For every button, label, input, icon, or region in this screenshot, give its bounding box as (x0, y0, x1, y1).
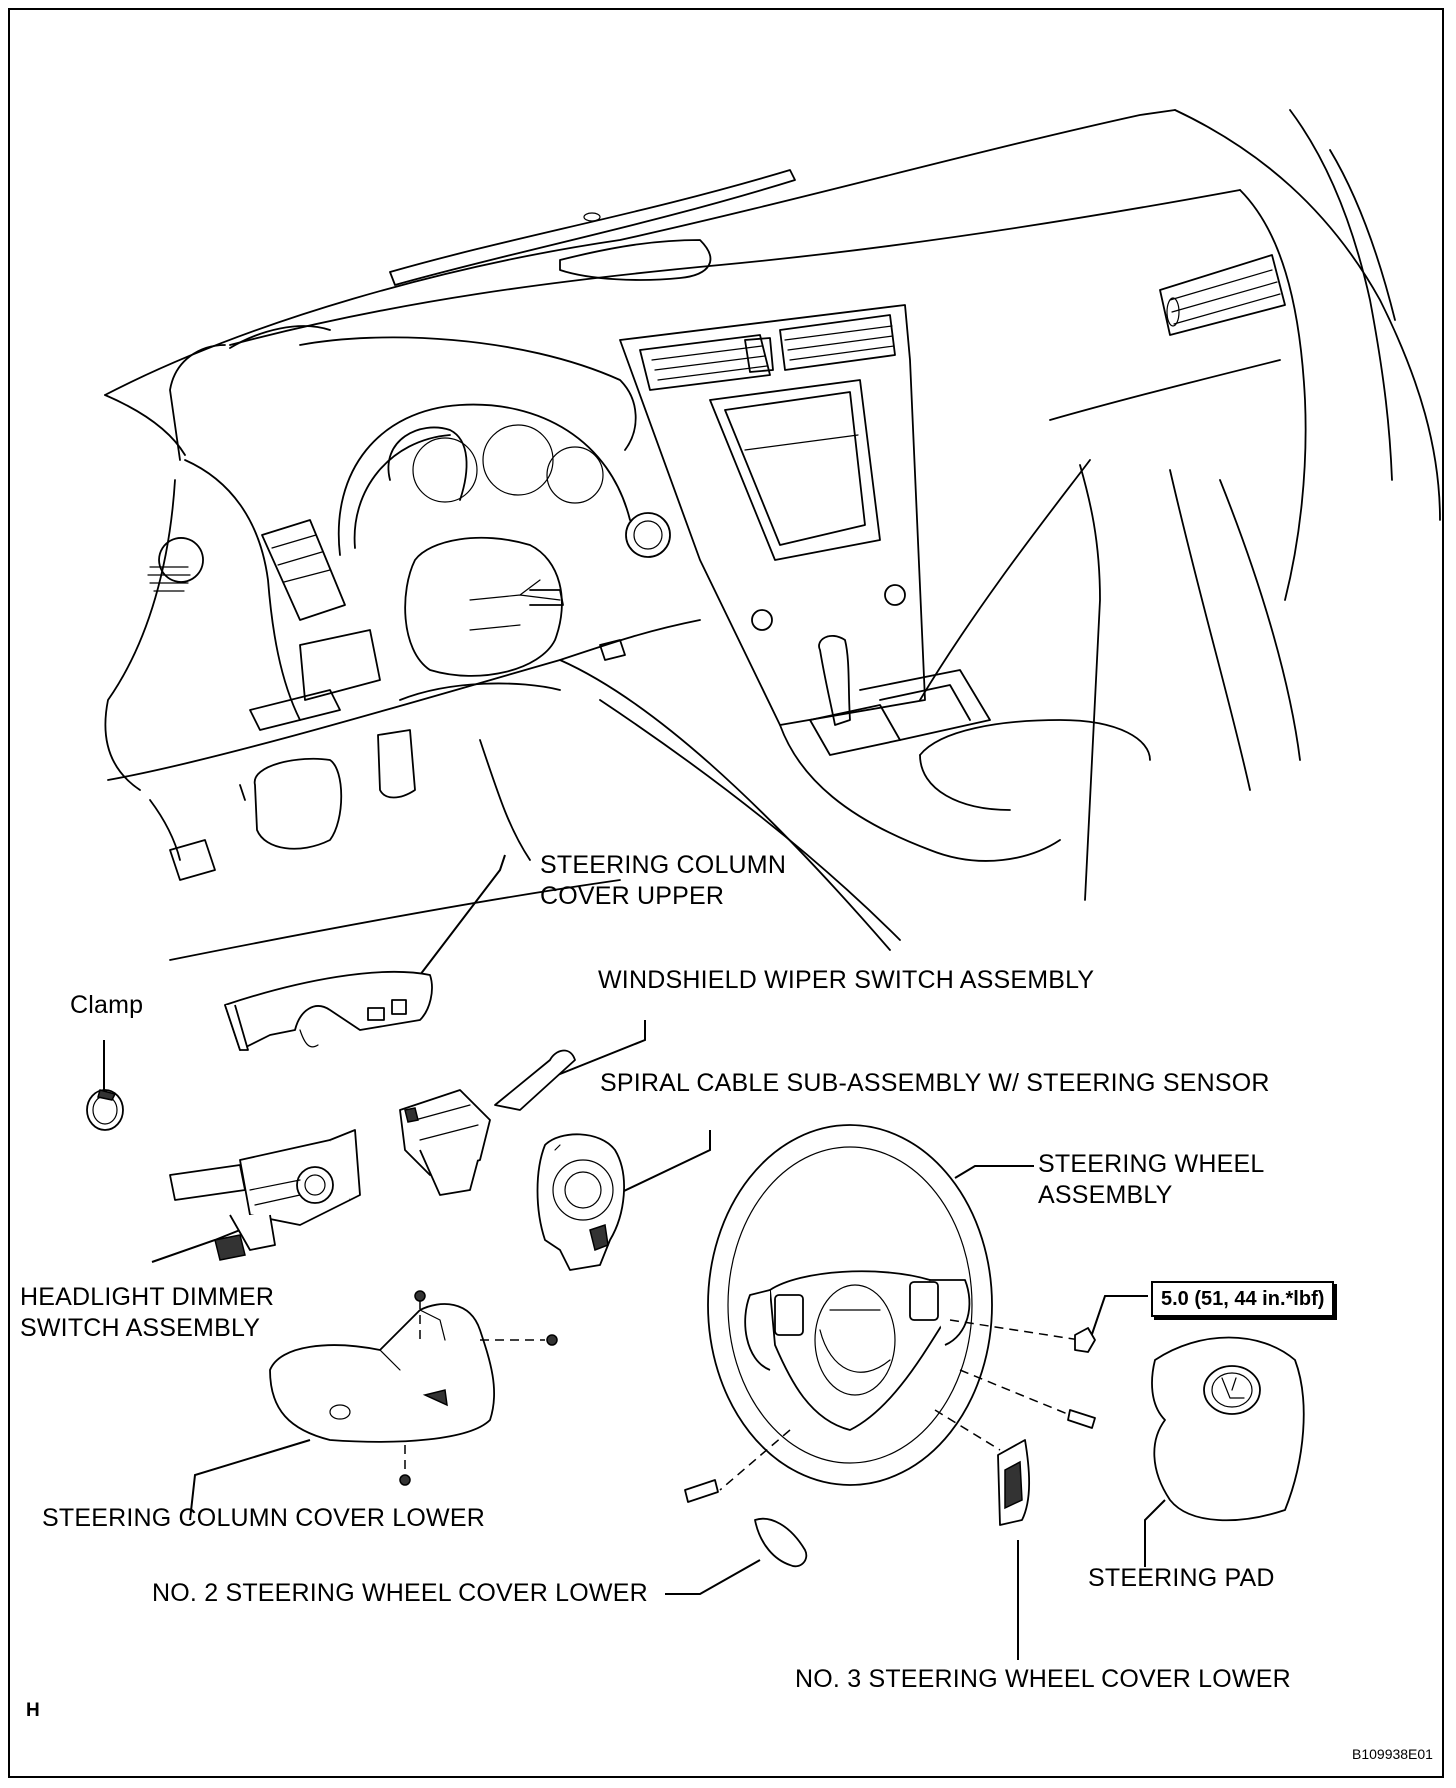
no2-cover-lower-part (754, 1517, 808, 1568)
column-cover-upper-part (224, 970, 433, 1051)
wiper-switch-part (399, 1049, 576, 1196)
label-no3-steering-wheel-cover-lower: NO. 3 STEERING WHEEL COVER LOWER (795, 1665, 1291, 1693)
label-steering-wheel-assembly: STEERING WHEEL ASSEMBLY (1038, 1150, 1265, 1209)
headlight-switch-part (169, 1129, 361, 1261)
column-cover-lower-part (269, 1290, 558, 1486)
leader-lines (103, 854, 1166, 1660)
steering-pad-part (1151, 1336, 1305, 1522)
label-headlight-dimmer-switch: HEADLIGHT DIMMER SWITCH ASSEMBLY (20, 1283, 275, 1342)
corner-letter: H (26, 1700, 40, 1721)
torque-spec-box: 5.0 (51, 44 in.*lbf) (1151, 1281, 1335, 1317)
label-windshield-wiper-switch: WINDSHIELD WIPER SWITCH ASSEMBLY (598, 966, 1095, 994)
steering-wheel-part (684, 1124, 1096, 1503)
label-steering-column-cover-upper: STEERING COLUMN COVER UPPER (540, 851, 787, 910)
label-no2-steering-wheel-cover-lower: NO. 2 STEERING WHEEL COVER LOWER (152, 1579, 648, 1607)
figure-code: B109938E01 (1352, 1746, 1433, 1762)
dashboard-drawing (104, 109, 1441, 961)
label-steering-pad: STEERING PAD (1088, 1564, 1275, 1592)
label-steering-column-cover-lower: STEERING COLUMN COVER LOWER (42, 1504, 485, 1532)
spiral-cable-part (536, 1133, 625, 1271)
label-spiral-cable: SPIRAL CABLE SUB-ASSEMBLY W/ STEERING SE… (600, 1069, 1270, 1097)
clamp-part (86, 1089, 124, 1131)
no3-cover-lower-part (997, 1439, 1031, 1526)
figure-frame (8, 8, 1444, 1778)
label-clamp: Clamp (70, 991, 144, 1019)
